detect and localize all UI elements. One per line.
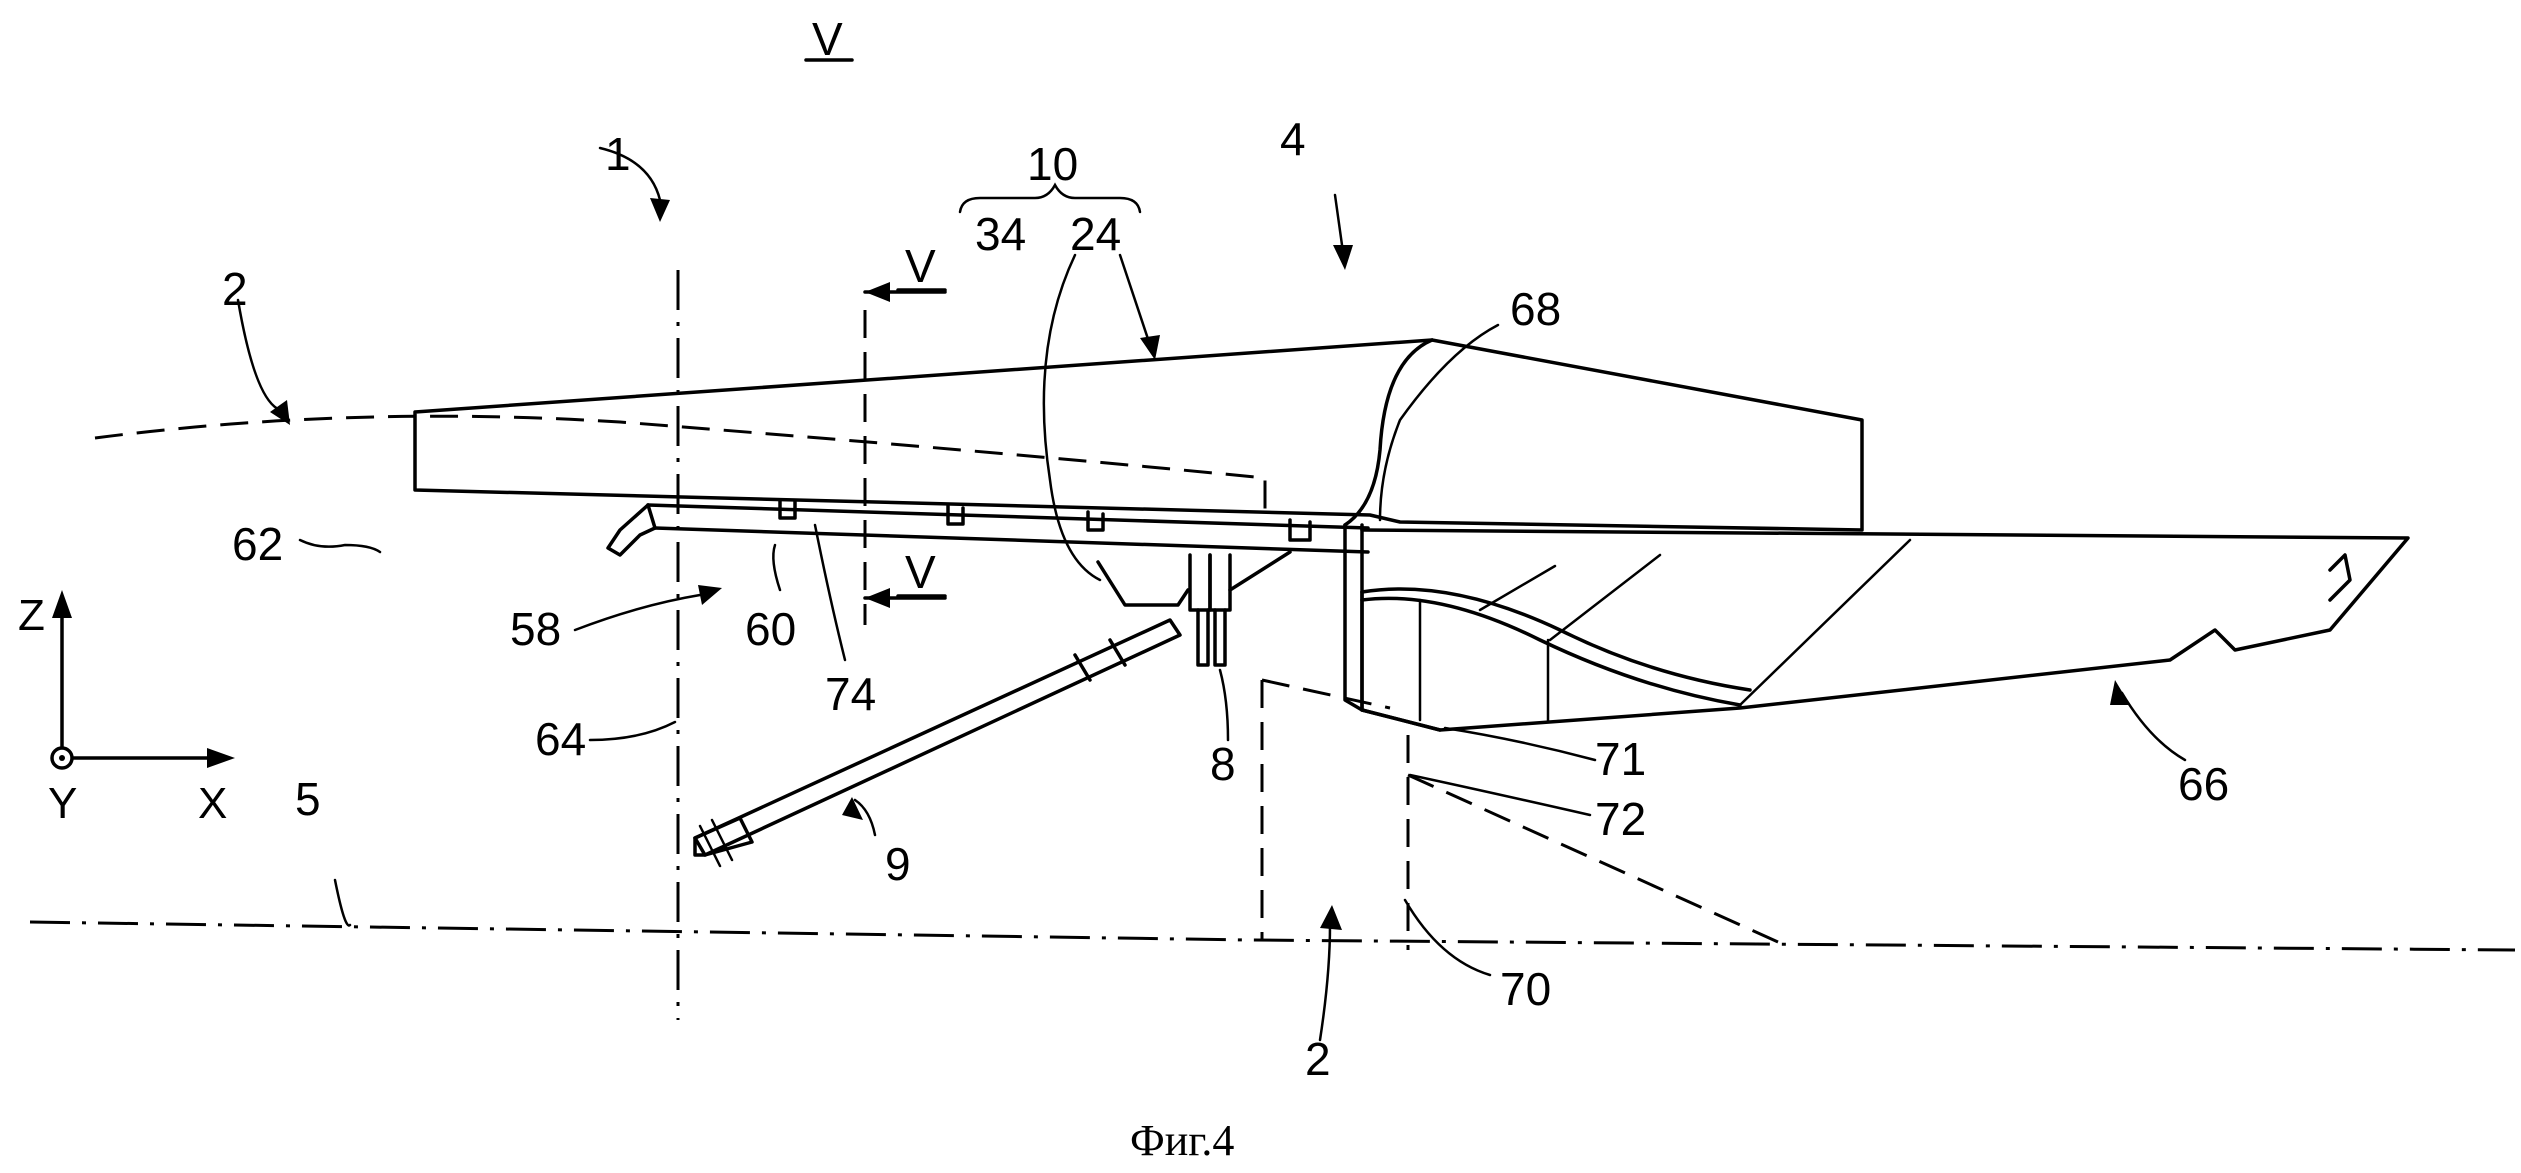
leader-70 xyxy=(1403,898,1492,977)
nacelle-body-4 xyxy=(413,338,1864,532)
leader-4 xyxy=(1333,193,1344,247)
leader-58-arrow xyxy=(698,585,722,605)
leader-58 xyxy=(573,593,702,632)
hinge-brace xyxy=(1228,550,1292,592)
label-4: 4 xyxy=(1280,113,1306,165)
hinge-block-a xyxy=(1188,553,1212,612)
section-mark-upper: V xyxy=(905,240,936,292)
wing-rib-3 xyxy=(1478,564,1557,612)
leader-9-arrow xyxy=(842,797,863,820)
pylon-rail-end xyxy=(646,503,657,530)
nacelle-fairing-curve xyxy=(1343,338,1434,527)
label-5: 5 xyxy=(295,773,321,825)
axis-y-label: Y xyxy=(48,779,77,828)
label-2-upper: 2 xyxy=(222,263,248,315)
leader-64 xyxy=(588,720,677,742)
leader-1 xyxy=(598,146,662,202)
label-10: 10 xyxy=(1027,138,1078,190)
brace-10 xyxy=(958,182,1142,214)
leader-66 xyxy=(2120,691,2187,762)
leader-74 xyxy=(813,523,847,662)
section-mark-top: V xyxy=(812,13,843,65)
arm-joint xyxy=(1073,638,1127,682)
label-1: 1 xyxy=(605,128,631,180)
wing-tip-notch xyxy=(2328,553,2352,602)
label-34: 34 xyxy=(975,208,1026,260)
wing-rib-5 xyxy=(1738,538,1912,707)
arm-9 xyxy=(693,618,1182,857)
leader-72 xyxy=(1408,773,1592,817)
pylon-rail-bottom-60 xyxy=(653,526,1370,554)
label-74: 74 xyxy=(825,668,876,720)
label-70: 70 xyxy=(1500,963,1551,1015)
label-58: 58 xyxy=(510,603,561,655)
axis-y-dot xyxy=(59,755,65,761)
section-arrowhead-upper xyxy=(865,282,890,302)
leader-2a xyxy=(236,298,282,412)
figure-caption: Фиг.4 xyxy=(1130,1116,1234,1165)
wing-inner-flap-curve xyxy=(1360,596,1742,707)
wing-66-outline xyxy=(1360,528,2410,732)
label-60: 60 xyxy=(745,603,796,655)
leader-8 xyxy=(1218,668,1230,742)
label-62: 62 xyxy=(232,518,283,570)
arm-end-clevis xyxy=(693,816,754,857)
strut-34 xyxy=(1096,560,1190,607)
pylon-rail-top-74 xyxy=(646,503,1370,530)
leader-5 xyxy=(333,878,352,927)
leader-4-arrow xyxy=(1333,245,1353,270)
label-2-lower: 2 xyxy=(1305,1033,1331,1085)
dashed-diag-72 xyxy=(1407,773,1779,944)
label-9: 9 xyxy=(885,838,911,890)
label-71: 71 xyxy=(1595,733,1646,785)
axis-x-arrow xyxy=(207,748,235,768)
hinge-tab-b xyxy=(1213,608,1227,667)
axis-z-arrow xyxy=(52,590,72,618)
leader-60 xyxy=(772,543,782,592)
leader-2b-arrow xyxy=(1320,905,1342,930)
label-8: 8 xyxy=(1210,738,1236,790)
label-66: 66 xyxy=(2178,758,2229,810)
wing-inner-flap-curve-2 xyxy=(1360,587,1752,692)
wing-outline-2-dashed xyxy=(94,414,1267,520)
rail-tab-2 xyxy=(946,504,965,526)
axis-z-label: Z xyxy=(18,591,45,640)
rail-tab-3 xyxy=(1086,510,1105,532)
hinge-tab-a xyxy=(1196,608,1210,667)
axis-x-label: X xyxy=(198,779,227,828)
leader-9 xyxy=(853,798,877,837)
centerline-5 xyxy=(29,920,2516,952)
leader-24 xyxy=(1118,253,1152,347)
section-mark-lower: V xyxy=(905,546,936,598)
hinge-block-b xyxy=(1208,553,1232,612)
label-68: 68 xyxy=(1510,283,1561,335)
label-72: 72 xyxy=(1595,793,1646,845)
label-64: 64 xyxy=(535,713,586,765)
leader-1-arrow xyxy=(650,198,670,222)
leader-71 xyxy=(1443,726,1597,762)
leader-68 xyxy=(1378,323,1500,522)
leader-62 xyxy=(298,538,382,554)
section-arrowhead-lower xyxy=(865,588,890,608)
leader-2a-arrow xyxy=(270,400,290,425)
leader-24-arrow xyxy=(1140,335,1160,360)
label-24: 24 xyxy=(1070,208,1121,260)
rail-tab-4 xyxy=(1288,518,1312,542)
arm-end-detail xyxy=(698,818,734,868)
leader-2b xyxy=(1318,923,1332,1042)
leader-66-arrow xyxy=(2110,680,2130,705)
wing-rib-4 xyxy=(1548,553,1662,642)
dashed-diag-upper xyxy=(1261,678,1391,710)
fitting-62 xyxy=(606,503,657,557)
leader-34 xyxy=(1042,253,1102,582)
rail-tab-1 xyxy=(778,498,797,520)
